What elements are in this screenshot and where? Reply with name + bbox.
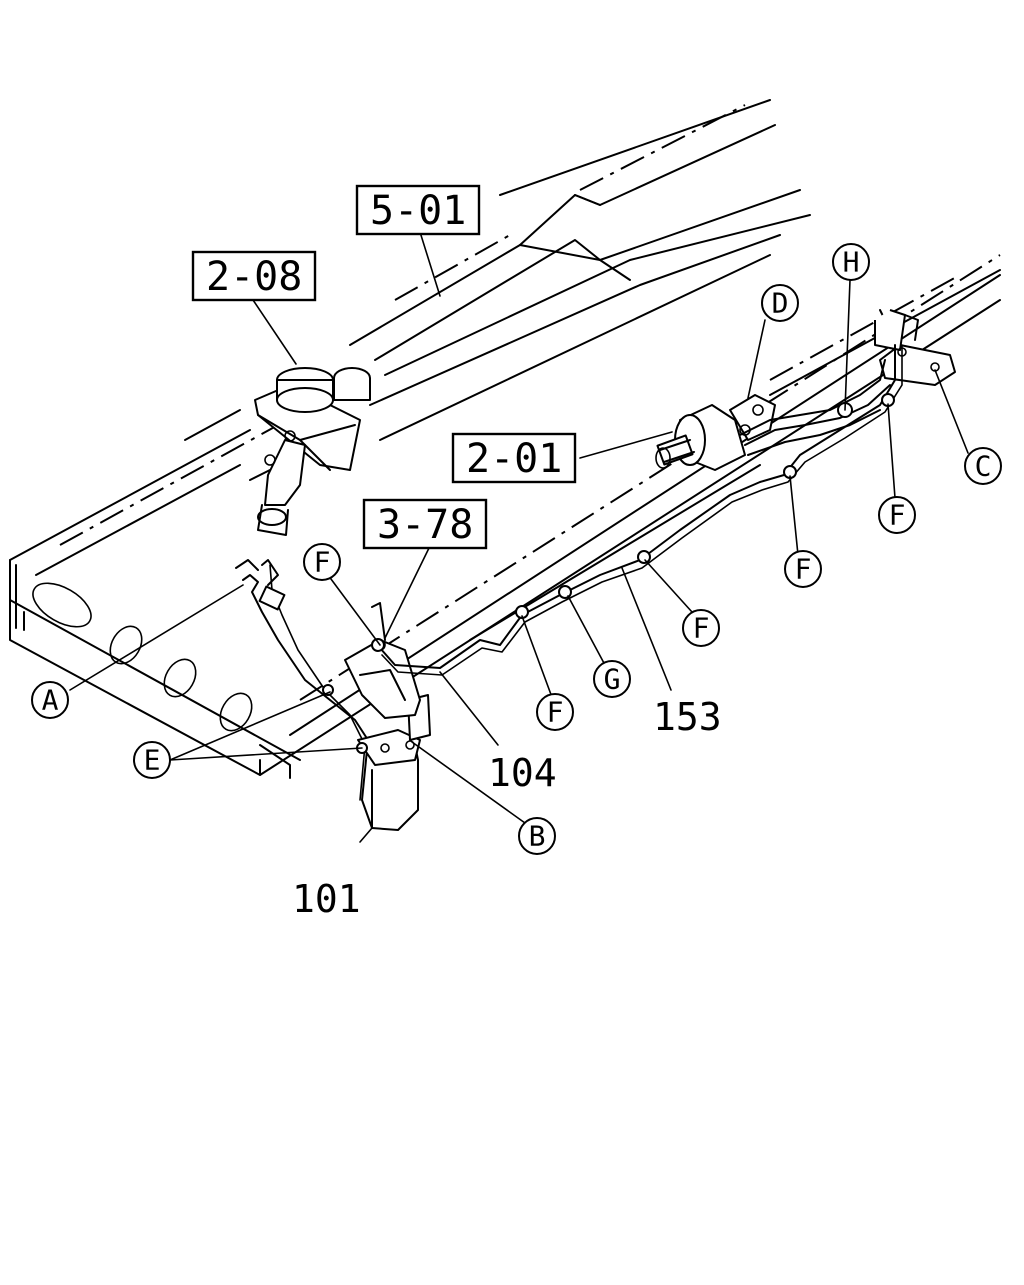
reference-2-01: 2-01	[451, 432, 577, 484]
callout-letter: E	[144, 744, 161, 777]
callout-c: C	[964, 447, 1002, 485]
reference-2-08: 2-08	[191, 250, 317, 302]
callout-letter: D	[772, 287, 789, 320]
pipe-clips	[322, 393, 895, 754]
callout-b: B	[518, 817, 556, 855]
callout-g: G	[593, 660, 631, 698]
reference-label: 2-08	[206, 254, 302, 300]
reference-3-78: 3-78	[362, 498, 488, 550]
callout-letter: F	[889, 499, 906, 532]
callout-f-mid: F	[682, 609, 720, 647]
reference-label: 3-78	[377, 502, 473, 548]
callout-letter: B	[529, 820, 546, 853]
reference-label: 2-01	[466, 436, 562, 482]
leader-lines	[69, 231, 969, 843]
callout-f-upper: F	[784, 550, 822, 588]
pipe-101	[235, 559, 419, 831]
part-number-101: 101	[292, 877, 361, 921]
callout-letter: F	[693, 612, 710, 645]
reservoir-tank	[254, 367, 371, 536]
bracket-c	[874, 309, 956, 386]
callout-letter: A	[42, 684, 59, 717]
callout-letter: F	[314, 546, 331, 579]
callout-letter: C	[975, 450, 992, 483]
frame-rail	[9, 254, 1001, 779]
reference-label: 5-01	[370, 188, 466, 234]
reference-5-01: 5-01	[355, 184, 481, 236]
callout-f-lower: F	[536, 693, 574, 731]
callout-f-left: F	[303, 543, 341, 581]
callout-h: H	[832, 243, 870, 281]
callout-d: D	[761, 284, 799, 322]
callout-letter: F	[795, 553, 812, 586]
callout-letter: G	[604, 663, 621, 696]
callout-e: E	[133, 741, 171, 779]
clutch-servo	[655, 394, 776, 471]
part-number-153: 153	[653, 695, 722, 739]
bracket-378	[344, 602, 421, 719]
callout-letter: F	[547, 696, 564, 729]
part-number-104: 104	[488, 751, 557, 795]
callout-letter: H	[843, 246, 860, 279]
pipe-104-153	[379, 344, 903, 676]
callout-a: A	[31, 681, 69, 719]
callout-f-right: F	[878, 496, 916, 534]
